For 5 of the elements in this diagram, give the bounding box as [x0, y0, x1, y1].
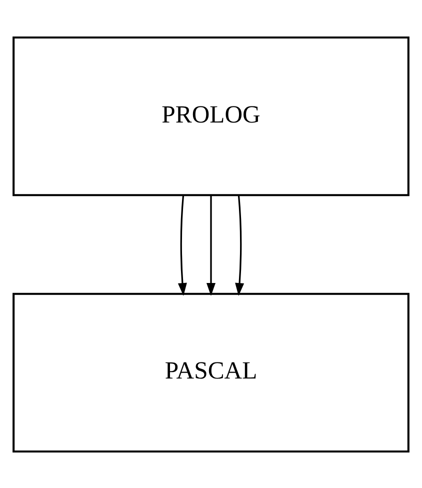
arrow — [235, 194, 244, 296]
arrow — [206, 194, 216, 296]
arrow — [178, 194, 187, 296]
node-box: PASCAL — [12, 292, 410, 452]
node-box: PROLOG — [12, 36, 410, 196]
